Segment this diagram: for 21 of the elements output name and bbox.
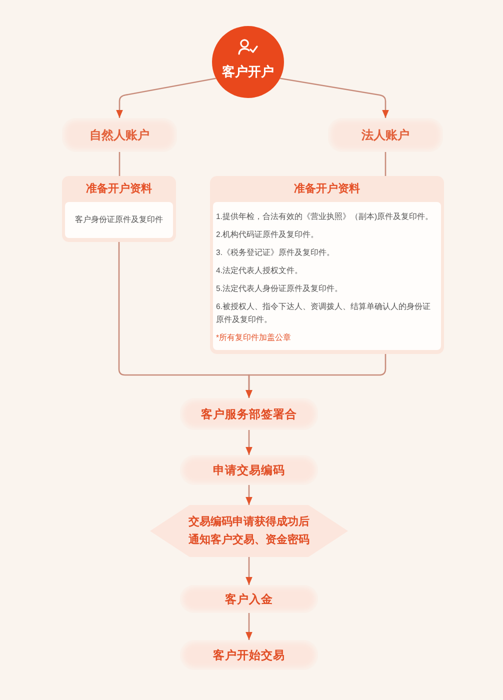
panel-box bbox=[62, 176, 176, 242]
circle-label: 客户开户 bbox=[221, 64, 275, 80]
connector-line bbox=[384, 152, 386, 176]
arrow bbox=[246, 613, 252, 640]
panel-box bbox=[210, 176, 444, 354]
panel-heading: 准备开户资料 bbox=[293, 182, 361, 196]
arrow bbox=[246, 557, 252, 585]
arrow bbox=[246, 354, 386, 398]
step-box: 客户服务部签署合 bbox=[180, 398, 318, 430]
arrow bbox=[246, 485, 252, 505]
hexagon-box: 交易编码申请获得成功后通知客户交易、资金密码 bbox=[150, 505, 348, 557]
step-box: 客户入金 bbox=[180, 585, 318, 613]
category-box: 法人账户 bbox=[328, 118, 443, 152]
arrow bbox=[280, 78, 389, 118]
step-box: 申请交易编码 bbox=[180, 455, 318, 485]
category-box: 自然人账户 bbox=[62, 118, 177, 152]
arrow bbox=[116, 78, 216, 118]
connector-line bbox=[118, 152, 120, 176]
step-box: 客户开始交易 bbox=[180, 640, 318, 670]
panel-heading: 准备开户资料 bbox=[85, 182, 153, 196]
arrow bbox=[246, 430, 252, 455]
